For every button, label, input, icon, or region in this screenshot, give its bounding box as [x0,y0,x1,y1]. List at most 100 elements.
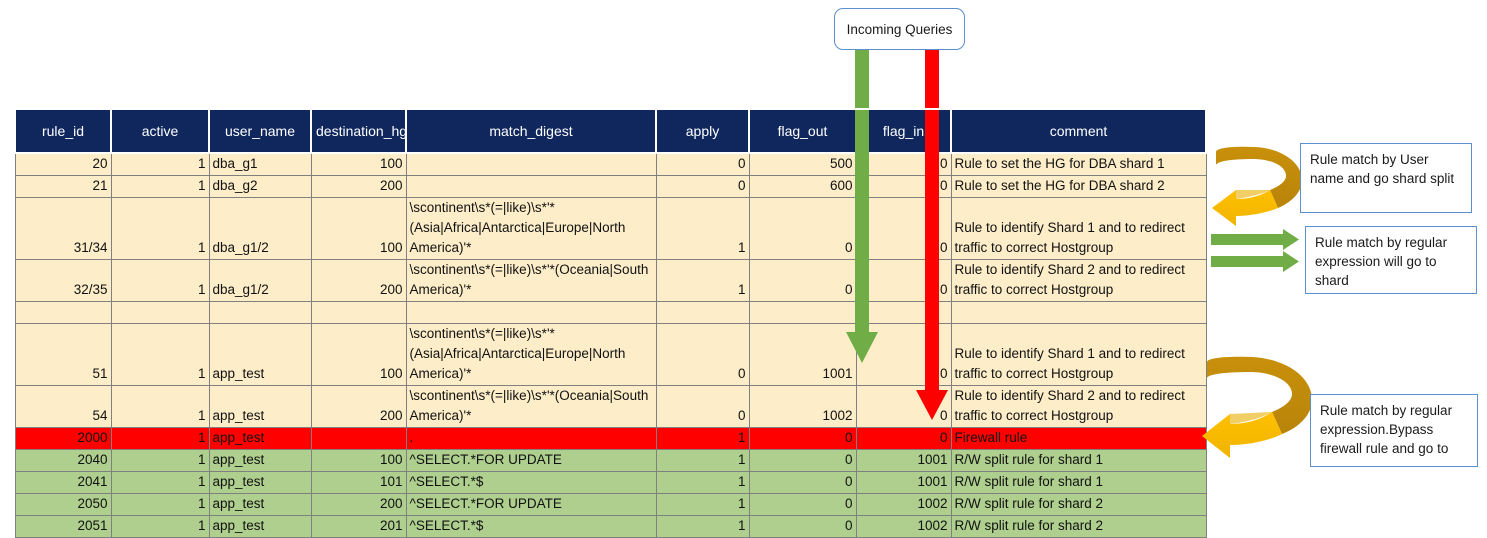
cell-rule-id: 54 [14,385,112,428]
cell-comment: Rule to set the HG for DBA shard 2 [950,175,1207,198]
cell-rule-id: 2051 [14,515,112,538]
cell-comment: Rule to identify Shard 1 and to redirect… [950,323,1207,386]
cell-apply: 0 [655,323,750,386]
cell-apply: 0 [655,152,750,176]
cell-apply: 1 [655,515,750,538]
cell-flag-in: 1002 [855,515,952,538]
cell-active: 1 [110,493,210,516]
cell-flag-in: 0 [855,385,952,428]
cell-match-digest: \scontinent\s*(=|like)\s*'*(Asia|Africa|… [405,197,657,260]
cell-active: 1 [110,197,210,260]
callout-user-match-text: Rule match by User name and go shard spl… [1310,152,1455,186]
cell-destination-hg: 100 [310,449,407,472]
cell-comment: R/W split rule for shard 2 [950,493,1207,516]
incoming-queries-box[interactable]: Incoming Queries [834,8,965,50]
cell-user-name [208,301,312,324]
callout-user-match[interactable]: Rule match by User name and go shard spl… [1300,143,1472,213]
cell-destination-hg: 201 [310,515,407,538]
cell-comment: Rule to set the HG for DBA shard 1 [950,152,1207,176]
red-down-arrow-shaft-top [925,48,939,110]
cell-flag-out [748,301,857,324]
column-header-flag-in[interactable]: flag_in [855,108,952,154]
green-down-arrow-shaft-top [855,48,869,110]
cell-flag-in: 0 [855,259,952,302]
cell-user-name: app_test [208,427,312,450]
cell-match-digest: . [405,427,657,450]
cell-apply: 1 [655,471,750,494]
cell-rule-id: 2041 [14,471,112,494]
cell-flag-out: 1001 [748,323,857,386]
cell-destination-hg: 200 [310,493,407,516]
cell-flag-in: 1002 [855,493,952,516]
cell-match-digest [405,301,657,324]
cell-apply [655,301,750,324]
cell-flag-in: 0 [855,175,952,198]
callout-regex-match[interactable]: Rule match by regular expression will go… [1305,226,1477,294]
cell-comment: Rule to identify Shard 2 and to redirect… [950,259,1207,302]
cell-flag-in: 0 [855,323,952,386]
table-row [14,301,1207,324]
column-header-apply[interactable]: apply [655,108,750,154]
cell-match-digest: \scontinent\s*(=|like)\s*'*(Asia|Africa|… [405,323,657,386]
table-header-row: rule_id active user_name destination_hg … [14,108,1207,154]
cell-rule-id: 51 [14,323,112,386]
column-header-rule-id[interactable]: rule_id [14,108,112,154]
cell-user-name: app_test [208,515,312,538]
cell-user-name: dba_g1/2 [208,259,312,302]
cell-match-digest [405,175,657,198]
cell-flag-out: 0 [748,493,857,516]
cell-match-digest: \scontinent\s*(=|like)\s*'*(Oceania|Sout… [405,259,657,302]
cell-user-name: dba_g2 [208,175,312,198]
cell-active: 1 [110,515,210,538]
cell-flag-out: 0 [748,449,857,472]
query-rules-table: rule_id active user_name destination_hg … [14,108,1207,538]
cell-flag-in: 0 [855,152,952,176]
cell-rule-id: 2050 [14,493,112,516]
cell-destination-hg: 100 [310,152,407,176]
callout-firewall-bypass-text: Rule match by regular expression.Bypass … [1320,403,1453,456]
cell-active: 1 [110,323,210,386]
column-header-active[interactable]: active [110,108,210,154]
cell-flag-out: 0 [748,427,857,450]
column-header-flag-out[interactable]: flag_out [748,108,857,154]
cell-flag-in: 1001 [855,449,952,472]
green-right-arrow-1 [1211,229,1299,250]
cell-apply: 1 [655,427,750,450]
cell-apply: 1 [655,197,750,260]
callout-firewall-bypass[interactable]: Rule match by regular expression.Bypass … [1310,394,1478,467]
column-header-user-name[interactable]: user_name [208,108,312,154]
cell-match-digest: ^SELECT.*FOR UPDATE [405,449,657,472]
cell-flag-in [855,301,952,324]
cell-destination-hg: 200 [310,175,407,198]
cell-destination-hg [310,301,407,324]
callout-regex-match-text: Rule match by regular expression will go… [1315,235,1448,288]
column-header-match-digest[interactable]: match_digest [405,108,657,154]
cell-active: 1 [110,471,210,494]
cell-apply: 0 [655,175,750,198]
cell-active: 1 [110,175,210,198]
cell-active: 1 [110,385,210,428]
incoming-queries-label: Incoming Queries [846,21,953,37]
green-right-arrow-2 [1211,251,1299,272]
cell-rule-id: 31/34 [14,197,112,260]
cell-destination-hg: 100 [310,197,407,260]
orange-curved-arrow-bottom [1202,356,1312,458]
cell-flag-out: 0 [748,471,857,494]
cell-rule-id: 2000 [14,427,112,450]
cell-user-name: app_test [208,385,312,428]
cell-match-digest: ^SELECT.*$ [405,515,657,538]
cell-flag-out: 0 [748,515,857,538]
cell-comment: R/W split rule for shard 1 [950,449,1207,472]
column-header-comment[interactable]: comment [950,108,1207,154]
cell-rule-id: 21 [14,175,112,198]
column-header-destination-hg[interactable]: destination_hg [310,108,407,154]
cell-active [110,301,210,324]
cell-flag-out: 0 [748,259,857,302]
cell-comment: Rule to identify Shard 1 and to redirect… [950,197,1207,260]
